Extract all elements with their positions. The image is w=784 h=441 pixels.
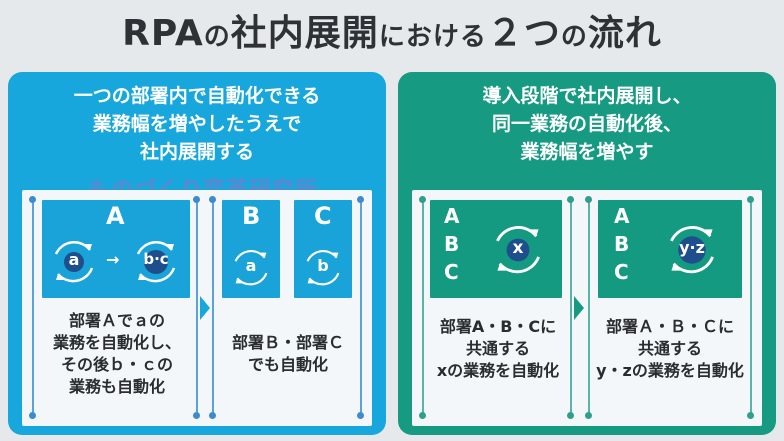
department-b-tile: B a: [222, 200, 280, 298]
rail-dot: [193, 196, 200, 203]
department-c-tile: C b: [294, 200, 352, 298]
dept-letter-c: C: [314, 202, 332, 230]
departments-abc-tile-1: A B C x: [430, 200, 562, 298]
rail-dot: [567, 412, 574, 419]
rail-dot: [357, 412, 364, 419]
cycle-icon: a: [46, 234, 102, 290]
cycle-icon: y·z: [660, 218, 724, 282]
title-no2: の: [560, 22, 588, 52]
task-a-label: a: [245, 256, 257, 275]
right-panel: 導入段階で社内展開し、 同一業務の自動化後、 業務幅を増やす A B C x: [398, 72, 776, 435]
desc-line: その後ｂ・ｃの: [60, 355, 173, 374]
arrow-right-icon: →: [106, 250, 120, 269]
task-b-label: b: [317, 256, 329, 275]
desc-line: でも自動化: [247, 355, 328, 374]
right-step1-description: 部署A・B・Cに 共通する xの業務を自動化: [428, 316, 568, 382]
left-heading-line-1: 一つの部署内で自動化できる: [73, 85, 321, 107]
rail: [750, 198, 752, 418]
desc-line: 部署A・B・Cに: [439, 317, 557, 336]
rail: [32, 198, 34, 418]
dept-letters: A B C: [614, 202, 629, 286]
rail-dot: [585, 412, 592, 419]
dept-letter: C: [614, 260, 629, 284]
step2-description: 部署Ｂ・部署Ｃ でも自動化: [218, 332, 358, 376]
dept-letter: B: [614, 232, 630, 256]
title-middle: 社内展開: [230, 13, 379, 54]
dept-letter-b: B: [242, 202, 261, 230]
desc-line: 業務を自動化し、: [52, 333, 181, 352]
desc-line: xの業務を自動化: [436, 361, 560, 380]
rail: [422, 198, 424, 418]
cycle-icon: x: [486, 218, 550, 282]
cycle-icon: b·c: [128, 234, 184, 290]
cycle-icon: b: [299, 244, 347, 292]
dept-letter: A: [614, 204, 630, 228]
desc-line: 共通する: [465, 339, 530, 358]
rail-dot: [357, 196, 364, 203]
left-flow-area: A a → b·c 部署Ａでａの 業務を自動化し、 その後ｂ・ｃの 業務も自動化…: [22, 190, 372, 426]
rail-dot: [209, 196, 216, 203]
rail: [212, 198, 214, 418]
rail-dot: [193, 412, 200, 419]
title-flow: 流れ: [587, 13, 662, 54]
desc-line: 部署Ａ・Ｂ・Ｃに: [605, 317, 734, 336]
rail-dot: [419, 412, 426, 419]
rail-dot: [747, 196, 754, 203]
desc-line: 業務も自動化: [68, 377, 165, 396]
task-x-label: x: [512, 238, 524, 258]
rail-dot: [567, 196, 574, 203]
rail-dot: [419, 196, 426, 203]
desc-line: 共通する: [637, 339, 702, 358]
rail-dot: [747, 412, 754, 419]
dept-letters: A B C: [444, 202, 459, 286]
right-step2-description: 部署Ａ・Ｂ・Ｃに 共通する y・zの業務を自動化: [592, 316, 748, 382]
right-heading: 導入段階で社内展開し、 同一業務の自動化後、 業務幅を増やす: [398, 82, 776, 166]
desc-line: 部署Ｂ・部署Ｃ: [231, 333, 344, 352]
dept-letter: A: [444, 204, 460, 228]
dept-letter-a: A: [106, 202, 125, 230]
department-a-tile: A a → b·c: [42, 200, 190, 298]
cycle-icon: a: [227, 244, 275, 292]
task-yz-label: y·z: [679, 238, 705, 257]
desc-line: 部署Ａでａの: [68, 311, 165, 330]
title-two: ２つ: [486, 13, 561, 54]
rail-dot: [585, 196, 592, 203]
dept-letter: C: [444, 260, 459, 284]
left-heading: 一つの部署内で自動化できる 業務幅を増やしたうえで 社内展開する: [8, 82, 386, 166]
title-no: の: [203, 22, 231, 52]
right-flow-area: A B C x 部署A・B・Cに 共通する xの業務を自動化 A B C y·: [412, 190, 762, 426]
left-panel: 一つの部署内で自動化できる 業務幅を増やしたうえで 社内展開する ものづくり変革…: [8, 72, 386, 435]
chevron-right-icon: [574, 296, 584, 320]
dept-letter: B: [444, 232, 460, 256]
title-okeru: おける: [405, 22, 487, 52]
right-heading-line-2: 同一業務の自動化後、: [491, 113, 682, 135]
left-heading-line-3: 社内展開する: [139, 141, 254, 163]
step1-description: 部署Ａでａの 業務を自動化し、 その後ｂ・ｃの 業務も自動化: [42, 310, 192, 398]
rail: [570, 198, 572, 418]
chevron-right-icon: [200, 296, 210, 320]
rail: [588, 198, 590, 418]
rail: [360, 198, 362, 418]
page-title: RPAの社内展開における２つの流れ: [0, 6, 784, 62]
title-ni: に: [378, 22, 406, 52]
right-heading-line-3: 業務幅を増やす: [520, 141, 654, 163]
departments-abc-tile-2: A B C y·z: [598, 200, 742, 298]
rail-dot: [209, 412, 216, 419]
rail: [196, 198, 198, 418]
desc-line: y・zの業務を自動化: [596, 361, 744, 380]
rail-dot: [29, 196, 36, 203]
right-heading-line-1: 導入段階で社内展開し、: [482, 85, 692, 107]
task-a-label: a: [68, 250, 80, 269]
title-rpa: RPA: [122, 13, 204, 54]
task-bc-label: b·c: [143, 250, 169, 268]
rail-dot: [29, 412, 36, 419]
left-heading-line-2: 業務幅を増やしたうえで: [92, 113, 302, 135]
